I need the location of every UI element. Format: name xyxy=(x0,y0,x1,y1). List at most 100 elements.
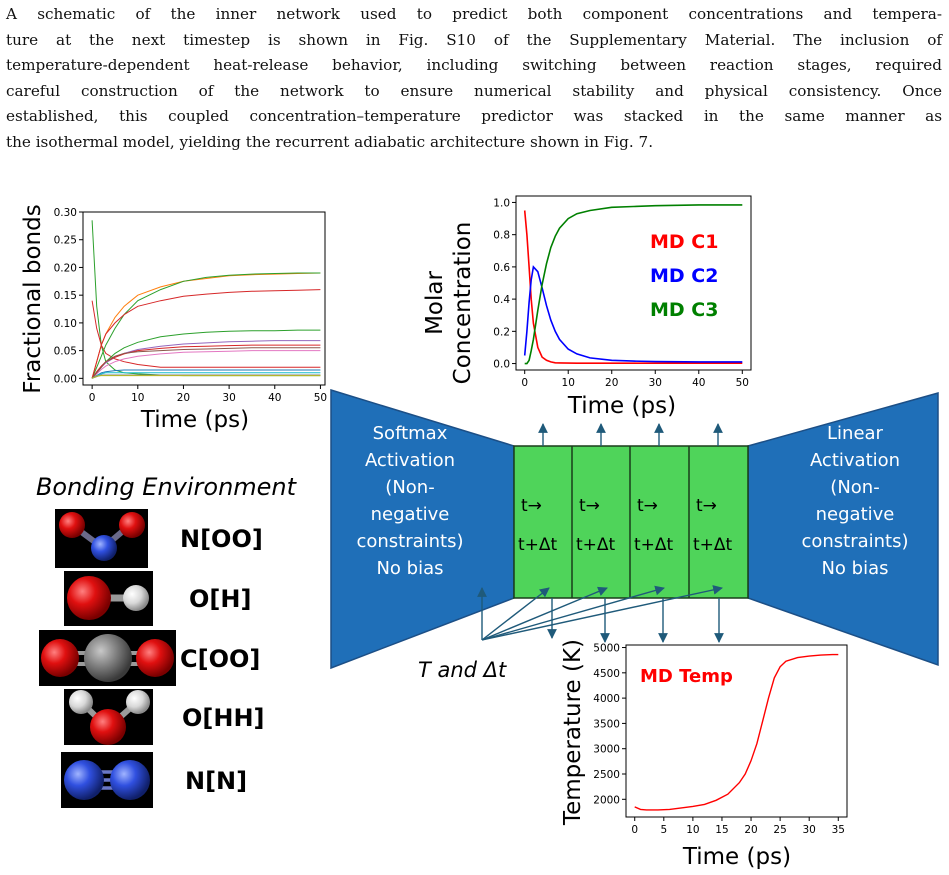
linear-line: constraints) xyxy=(801,531,908,552)
paragraph-line: the isothermal model, yielding the recur… xyxy=(6,132,654,151)
molecule-row-nn: N[N] xyxy=(61,752,247,808)
x-tick-label: 10 xyxy=(131,392,144,404)
cell-top-label: t→ xyxy=(696,496,717,516)
x-tick-label: 35 xyxy=(832,824,845,836)
molecule-label: N[N] xyxy=(185,767,247,795)
series-line-10 xyxy=(91,369,321,379)
softmax-block-text: Softmax Activation (Non- negative constr… xyxy=(356,423,463,579)
x-tick-label: 30 xyxy=(222,392,235,404)
series-line-0 xyxy=(634,653,839,811)
x-tick-label: 50 xyxy=(736,377,749,389)
x-tick-label: 0 xyxy=(631,824,638,836)
softmax-line: No bias xyxy=(376,558,443,579)
y-axis-label-line-1: MolarConcentration xyxy=(422,222,476,385)
molecule-row-oh: O[H] xyxy=(64,571,251,626)
y-tick-label: 0.15 xyxy=(54,290,77,302)
paragraph-line: careful construction of the network to e… xyxy=(6,81,942,100)
legend-entry-md-c2: MD C2 xyxy=(650,265,718,287)
y-tick-label: 1.0 xyxy=(493,197,510,209)
bonding-environment-title: Bonding Environment xyxy=(36,473,298,501)
y-tick-label: 0.20 xyxy=(54,262,77,274)
cell-top-label: t→ xyxy=(521,496,542,516)
paragraph-line: established, this coupled concentration–… xyxy=(6,107,942,125)
cell-stack xyxy=(513,445,749,599)
linear-line: (Non- xyxy=(830,477,879,498)
softmax-line: constraints) xyxy=(356,531,463,552)
x-axis-label: Time (ps) xyxy=(140,407,249,433)
x-tick-label: 15 xyxy=(715,824,728,836)
cell-bottom-label: t+Δt xyxy=(693,535,733,555)
y-tick-label: 0.10 xyxy=(54,318,77,330)
series-line-1 xyxy=(91,300,321,368)
cell-bottom-label: t+Δt xyxy=(576,535,616,555)
molecule-row-coo: C[OO] xyxy=(39,630,260,686)
series-line-1 xyxy=(523,265,743,363)
y-tick-label: 0.2 xyxy=(493,326,510,338)
series-line-0 xyxy=(523,210,743,364)
x-tick-label: 40 xyxy=(268,392,281,404)
y-tick-label: 0.6 xyxy=(493,262,510,274)
y-tick-label: 0.0 xyxy=(493,359,510,371)
y-tick-label: 4000 xyxy=(593,693,620,705)
cell-bottom-label: t+Δt xyxy=(634,535,674,555)
nitrogen-icon xyxy=(61,752,153,808)
x-tick-label: 10 xyxy=(562,377,575,389)
series-line-13 xyxy=(91,375,321,379)
paragraph-line: temperature-dependent heat-release behav… xyxy=(6,56,942,74)
legend-entry-md-c3: MD C3 xyxy=(650,299,718,321)
x-axis-label: Time (ps) xyxy=(567,393,676,419)
plot-frame xyxy=(82,211,326,386)
x-tick-label: 30 xyxy=(649,377,662,389)
y-tick-label: 2000 xyxy=(593,794,620,806)
molecule-row-noo: N[OO] xyxy=(55,509,263,568)
series-line-11 xyxy=(91,372,321,379)
series-line-4 xyxy=(91,289,321,379)
input-label: T and Δt xyxy=(418,658,507,682)
x-tick-label: 40 xyxy=(692,377,705,389)
y-tick-label: 0.4 xyxy=(493,294,510,306)
cell-arrows xyxy=(477,423,724,643)
linear-line: Activation xyxy=(810,450,900,471)
softmax-line: Softmax xyxy=(373,423,448,444)
x-tick-label: 20 xyxy=(177,392,190,404)
molecule-label: O[H] xyxy=(189,585,251,613)
y-tick-label: 3500 xyxy=(593,718,620,730)
x-tick-label: 20 xyxy=(744,824,757,836)
x-axis-label: Time (ps) xyxy=(682,844,791,870)
paragraph-line: A schematic of the inner network used to… xyxy=(6,5,942,23)
molecule-label: C[OO] xyxy=(180,645,260,673)
cell-bottom-label: t+Δt xyxy=(518,535,558,555)
x-tick-label: 25 xyxy=(773,824,786,836)
water-icon xyxy=(64,689,153,745)
y-tick-label: 0.30 xyxy=(54,207,77,219)
nitrogen-dioxide-icon xyxy=(55,509,148,568)
series-line-5 xyxy=(91,329,321,379)
y-tick-label: 5000 xyxy=(593,643,620,655)
series-line-12 xyxy=(91,374,321,379)
y-tick-label: 0.05 xyxy=(54,346,77,358)
x-tick-label: 30 xyxy=(803,824,816,836)
recurrent-cells: t→ t+Δt t→ t+Δt t→ t+Δt t→ t+Δt xyxy=(513,445,749,599)
x-tick-label: 0 xyxy=(89,392,96,404)
y-tick-label: 2500 xyxy=(593,769,620,781)
y-axis-label: Fractional bonds xyxy=(20,204,46,393)
molecule-label: O[HH] xyxy=(182,704,265,732)
body-paragraph: A schematic of the inner network used to… xyxy=(6,2,942,155)
x-tick-label: 50 xyxy=(314,392,327,404)
molecule-row-ohh: O[HH] xyxy=(64,689,265,745)
series-line-3 xyxy=(91,272,321,379)
paragraph-line: ture at the next timestep is shown in Fi… xyxy=(6,30,942,49)
y-tick-label: 0.25 xyxy=(54,235,77,247)
softmax-line: (Non- xyxy=(385,477,434,498)
hydroxyl-icon xyxy=(64,571,153,626)
linear-line: No bias xyxy=(821,558,888,579)
series-line-7 xyxy=(91,344,321,379)
legend-entry-md-temp: MD Temp xyxy=(640,666,733,687)
series-line-9 xyxy=(91,347,321,379)
y-tick-label: 3000 xyxy=(593,744,620,756)
plot-frame xyxy=(625,644,848,818)
linear-line: negative xyxy=(816,504,895,525)
